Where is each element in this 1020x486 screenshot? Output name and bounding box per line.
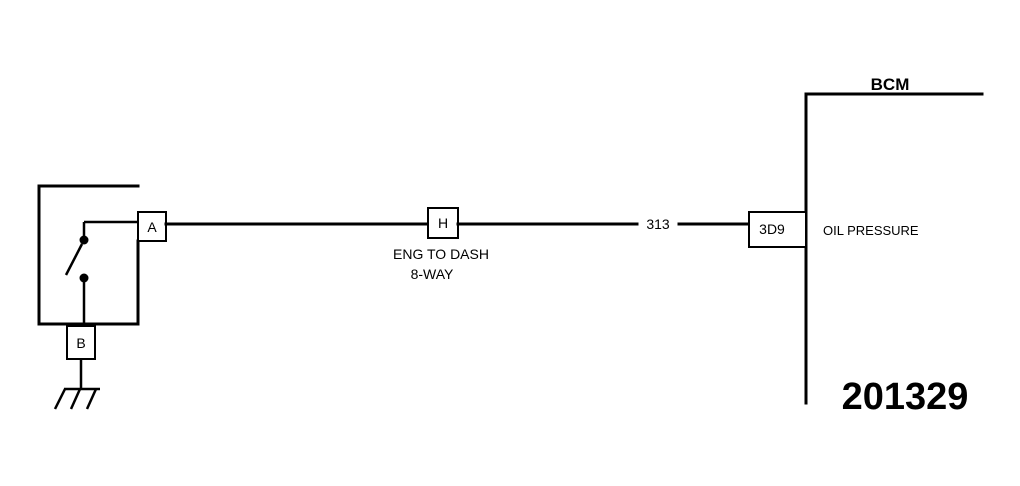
bcm-pin-label: 3D9 (759, 221, 785, 237)
connector-name-line2: 8-WAY (411, 266, 454, 282)
connector-h-pin-label: H (438, 215, 448, 231)
connector-h-box (427, 207, 459, 239)
pin-b-terminal: B (66, 324, 96, 360)
pin-b-label: B (76, 335, 85, 351)
ground-hatch-2 (69, 388, 82, 410)
bcm-module: BCM 3D9 OIL PRESSURE (748, 75, 984, 405)
ground-symbol (53, 359, 100, 410)
bcm-pin-function: OIL PRESSURE (823, 223, 919, 238)
pin-a-box (137, 211, 167, 242)
connector-name-line1: ENG TO DASH (393, 246, 489, 262)
pin-a-label: A (147, 219, 157, 235)
switch-housing (37, 184, 140, 326)
pin-b-box (66, 325, 96, 360)
ground-hatch-1 (53, 388, 67, 410)
switch-blade (64, 243, 84, 276)
bcm-pin-box (748, 211, 807, 248)
oil-pressure-switch (37, 184, 140, 326)
ground-hatch-3 (85, 388, 98, 410)
bcm-outline (804, 92, 984, 405)
figure-number: 201329 (842, 376, 969, 418)
pin-a-terminal: A (137, 211, 167, 242)
circuit-number: 313 (646, 216, 670, 232)
connector-h: H ENG TO DASH 8-WAY (393, 207, 489, 282)
bcm-label: BCM (871, 75, 910, 94)
switch-upper-contact (79, 235, 89, 245)
